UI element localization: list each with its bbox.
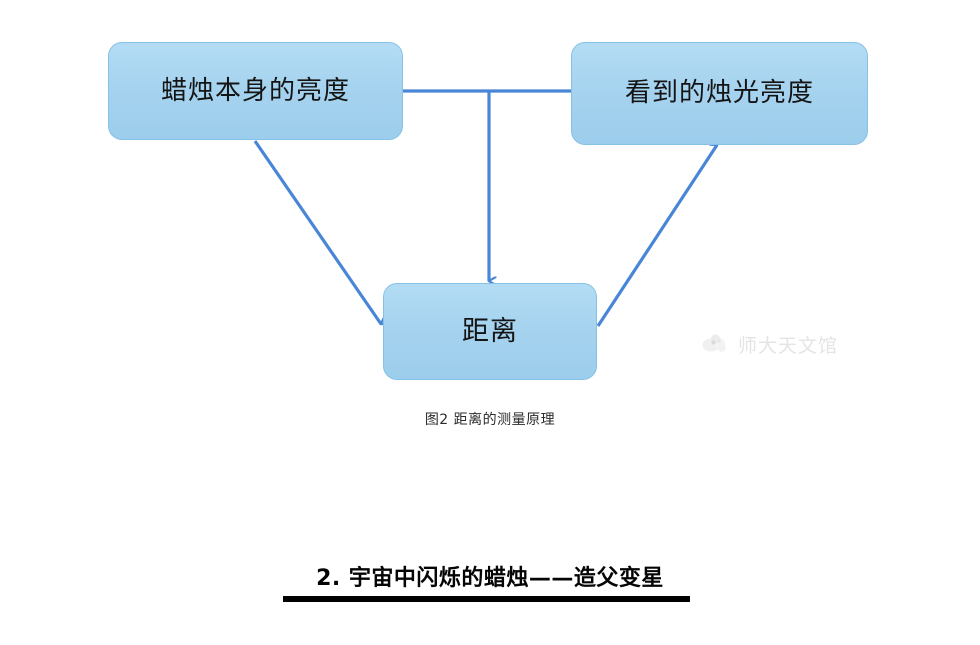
section-heading: 2. 宇宙中闪烁的蜡烛——造父变星: [316, 566, 664, 591]
figure-caption: 图2 距离的测量原理: [424, 412, 556, 428]
connector-distance-to-observed: [596, 145, 717, 327]
node-observed-brightness[interactable]: 看到的烛光亮度: [571, 42, 868, 145]
cloud-logo-icon: [702, 330, 730, 358]
watermark: 师大天文馆: [702, 330, 838, 358]
node-source-brightness[interactable]: 蜡烛本身的亮度: [108, 42, 403, 140]
node-distance-label: 距离: [462, 315, 518, 347]
section-rule-divider: [283, 596, 690, 602]
node-distance[interactable]: 距离: [383, 283, 597, 380]
diagram-figure: 蜡烛本身的亮度 看到的烛光亮度 距离 图2 距离的测量原理 师大天文馆: [108, 42, 868, 428]
connector-source-to-distance: [253, 140, 381, 324]
node-observed-brightness-label: 看到的烛光亮度: [624, 78, 814, 109]
node-source-brightness-label: 蜡烛本身的亮度: [160, 75, 350, 106]
watermark-text: 师大天文馆: [738, 334, 839, 357]
